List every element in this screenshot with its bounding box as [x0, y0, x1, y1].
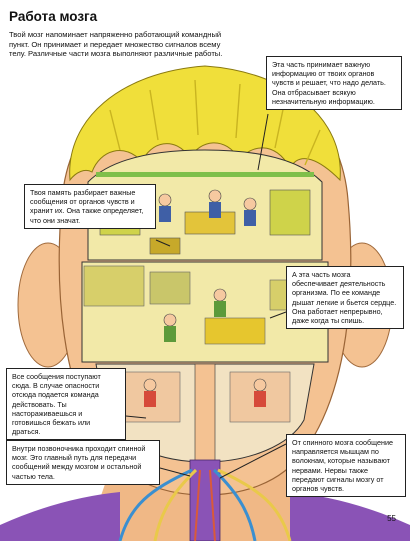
shoulder-right [290, 492, 410, 541]
intro-text: Твой мозг напоминает напряженно работающ… [9, 30, 223, 59]
callout-body-functions: А эта часть мозга обеспечивает деятельно… [286, 266, 404, 330]
callout-memory: Твоя память разбирает важные сообщения о… [24, 184, 156, 229]
page-title: Работа мозга [9, 9, 98, 24]
page-number: 55 [387, 514, 396, 523]
upper-brain-chamber [87, 149, 323, 261]
shoulder-left [0, 492, 120, 541]
callout-nerves: От спинного мозга сообщение направляется… [286, 434, 406, 498]
callout-danger: Все сообщения поступают сюда. В случае о… [6, 368, 126, 441]
callout-spinal-cord: Внутри позвоночника проходит спинной моз… [6, 440, 160, 485]
callout-decision: Эта часть принимает важную информацию от… [266, 56, 402, 111]
